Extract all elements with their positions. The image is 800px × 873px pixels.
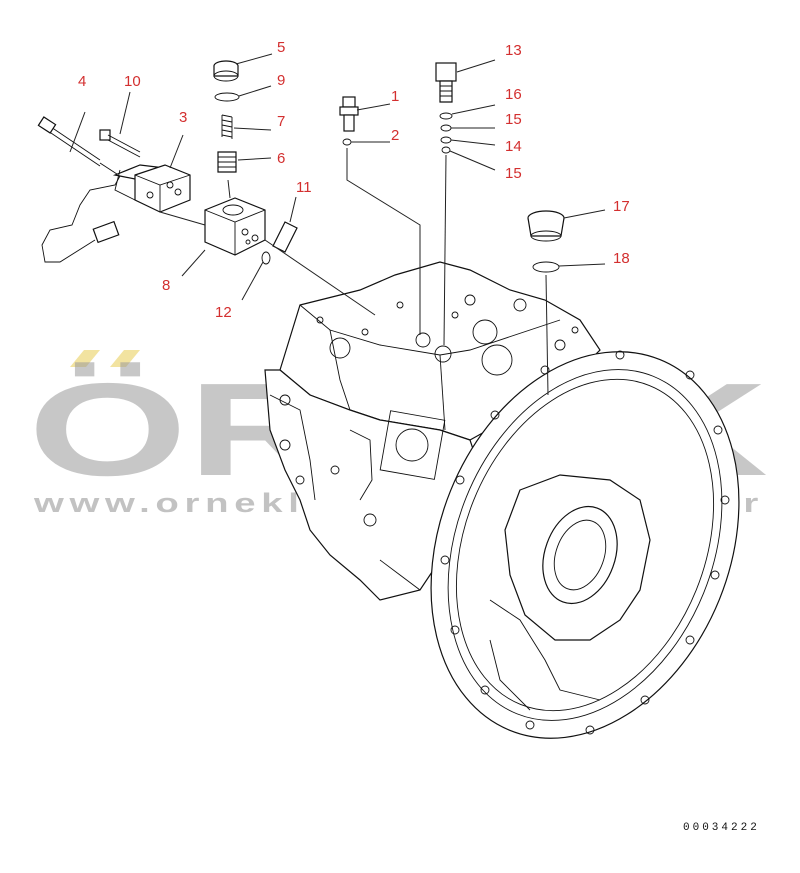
document-number: 00034222 — [683, 822, 760, 834]
callout-7: 7 — [277, 113, 285, 130]
watermark-accent-right — [110, 350, 140, 367]
callout-6: 6 — [277, 150, 285, 167]
part-1-fitting — [339, 96, 359, 132]
watermark-accent-left — [70, 350, 100, 367]
part-12-o-ring — [261, 251, 271, 265]
part-16-ring — [439, 112, 453, 120]
callout-9: 9 — [277, 72, 285, 89]
callout-16: 16 — [505, 86, 522, 103]
part-7-spring — [221, 114, 233, 139]
callout-12: 12 — [215, 304, 232, 321]
callout-18: 18 — [613, 250, 630, 267]
part-10-bolt — [99, 129, 141, 158]
callout-11: 11 — [296, 179, 312, 196]
callout-labels: 1 2 3 4 5 6 7 8 9 10 11 12 13 14 15 15 1… — [78, 39, 630, 321]
part-15-ring-a — [440, 124, 452, 132]
part-3-solenoid — [112, 164, 191, 213]
part-18-o-ring — [532, 261, 560, 273]
part-8-valve-block — [204, 197, 266, 256]
part-17-plug — [527, 210, 565, 242]
callout-17: 17 — [613, 198, 630, 215]
part-2-o-ring — [342, 138, 352, 146]
callout-4: 4 — [78, 73, 86, 90]
assembly-lines — [159, 148, 549, 396]
part-15-ring-b — [441, 146, 451, 154]
callout-3: 3 — [179, 109, 187, 126]
part-5-plug — [213, 60, 239, 82]
leader-lines — [69, 53, 606, 301]
callout-8: 8 — [162, 277, 170, 294]
callout-15a: 15 — [505, 111, 522, 128]
callout-1: 1 — [391, 88, 399, 105]
part-14-ring — [440, 136, 452, 144]
mounting-flange — [430, 350, 740, 739]
part-6-piston — [217, 151, 237, 173]
part-9-o-ring — [214, 92, 240, 102]
callout-14: 14 — [505, 138, 522, 155]
callout-5: 5 — [277, 39, 285, 56]
callout-13: 13 — [505, 42, 522, 59]
callout-2: 2 — [391, 127, 399, 144]
callout-15b: 15 — [505, 165, 522, 182]
part-13-plug — [435, 62, 457, 103]
callout-10: 10 — [124, 73, 141, 90]
part-4-sensor-cable — [37, 116, 121, 263]
part-11-pin — [272, 221, 298, 253]
